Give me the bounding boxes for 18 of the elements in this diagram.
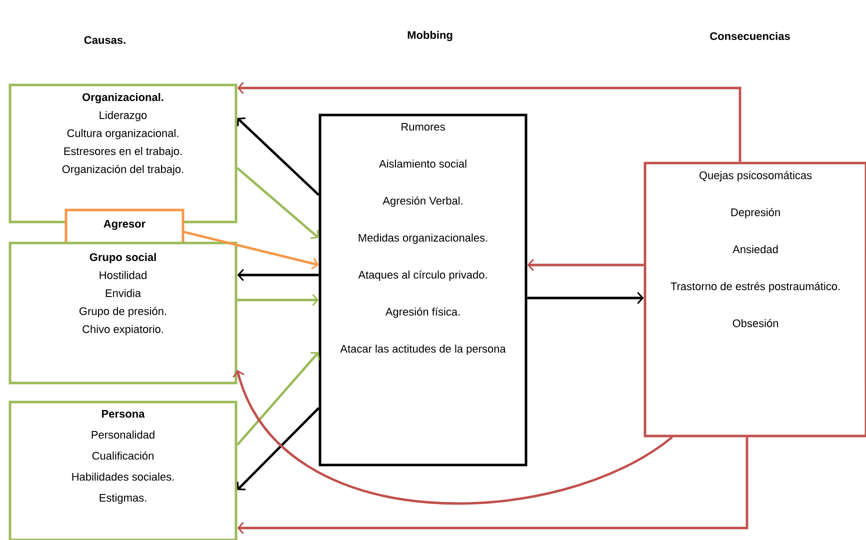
consequence-box: Quejas psicosomáticas Depresión Ansiedad Trastorno de estrés postraumático. Obsesión [644,162,866,438]
arrow [237,268,319,282]
arrow [527,258,644,272]
arrow [237,117,320,196]
arrow [232,370,673,504]
arrow [236,352,320,446]
column-heading: Consecuencias [710,32,790,40]
arrow [237,437,748,534]
column-heading: Mobbing [408,30,452,42]
arrow [237,82,742,162]
arrow [527,292,644,304]
arrow [184,230,319,270]
mobbing-box: Rumores Aislamiento social Agresión Verbal. Medidas organizacionales. Ataques al círculo privado. Agresión física. Atacar las actitudes de la persona [318,114,528,466]
cause-box: Persona Personalidad Cualificación Habilidades sociales. Estigmas. [8,400,238,540]
arrow [236,407,320,490]
column-heading: Causas. [84,36,126,44]
arrow [236,167,319,239]
arrow [237,294,319,306]
